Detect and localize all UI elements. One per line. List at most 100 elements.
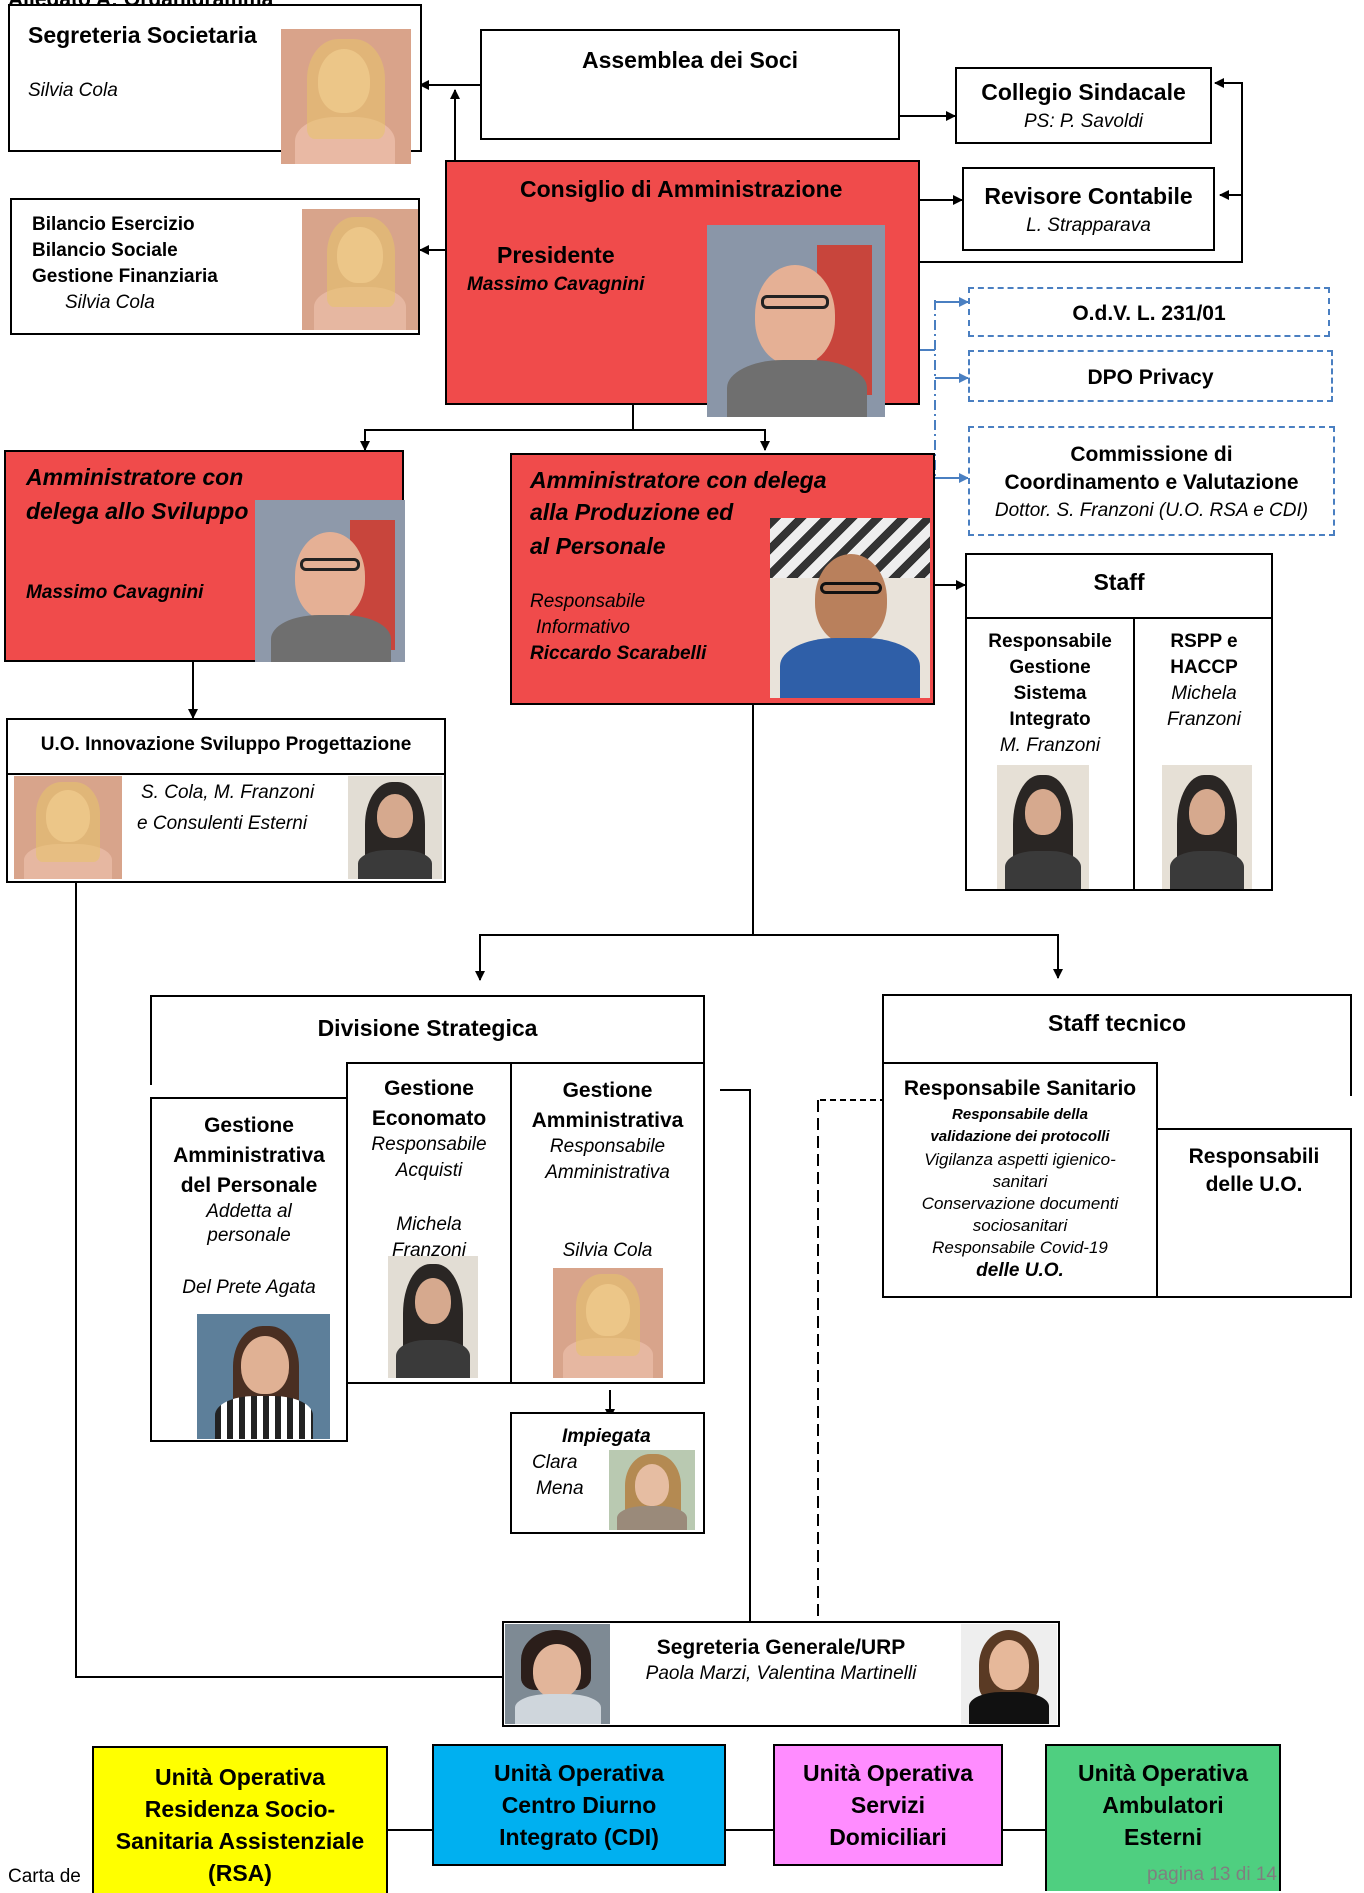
gest-economato-r2: Acquisti — [395, 1160, 463, 1181]
gest-amministrativa-name: Silvia Cola — [562, 1240, 653, 1261]
resp-sanitario-r6: sociosanitari — [972, 1216, 1068, 1235]
innovazione-photo-right — [348, 776, 442, 879]
resp-sanitario-title: Responsabile Sanitario — [903, 1077, 1137, 1100]
staff-col1-name: M. Franzoni — [999, 735, 1101, 756]
resp-sanitario-r8: delle U.O. — [976, 1260, 1064, 1281]
revisore-name: L. Strapparava — [1026, 215, 1151, 236]
gest-economato-l1: Gestione — [384, 1077, 474, 1100]
produzione-line1: Amministratore con delega — [530, 467, 827, 493]
commissione-line2: Coordinamento e Valutazione — [1004, 471, 1299, 494]
dpo-box: DPO Privacy — [968, 350, 1333, 402]
resp-sanitario-r3: Vigilanza aspetti igienico- — [924, 1150, 1116, 1169]
unit-ambulatori-line2: Ambulatori — [1102, 1792, 1224, 1818]
gest-amministrativa-l2: Amministrativa — [531, 1109, 684, 1132]
produzione-role1: Responsabile — [530, 591, 646, 612]
segreteria-societaria-photo — [281, 29, 411, 164]
gest-personale-name: Del Prete Agata — [182, 1277, 316, 1298]
produzione-photo — [770, 518, 930, 698]
unit-domiciliari-line3: Domiciliari — [829, 1824, 947, 1850]
gest-amministrativa-photo — [553, 1268, 663, 1378]
unit-rsa-line4: (RSA) — [208, 1860, 272, 1886]
bilancio-photo — [302, 209, 418, 330]
resp-sanitario-box: Responsabile Sanitario Responsabile dell… — [882, 1062, 1158, 1298]
bilancio-line1: Bilancio Esercizio — [32, 214, 195, 235]
segreteria-societaria-title: Segreteria Societaria — [28, 22, 257, 48]
resp-sanitario-r7: Responsabile Covid-19 — [932, 1238, 1108, 1257]
unit-cdi-line3: Integrato (CDI) — [499, 1824, 659, 1850]
unit-ambulatori-box: Unità Operativa Ambulatori Esterni — [1045, 1744, 1281, 1891]
produzione-line2: alla Produzione ed — [530, 499, 734, 525]
segreteria-societaria-name: Silvia Cola — [28, 80, 118, 101]
unit-ambulatori-line1: Unità Operativa — [1078, 1760, 1248, 1786]
staff-tecnico-title: Staff tecnico — [1047, 1010, 1187, 1036]
gest-amministrativa-l1: Gestione — [562, 1079, 653, 1102]
staff-col1-l3: Sistema — [1013, 683, 1087, 704]
gest-economato-photo — [388, 1256, 478, 1378]
gest-personale-photo — [197, 1314, 330, 1439]
unit-domiciliari-line2: Servizi — [850, 1792, 926, 1818]
bilancio-line3: Gestione Finanziaria — [32, 266, 218, 287]
gest-personale-l3: del Personale — [180, 1174, 318, 1197]
resp-sanitario-r1: Responsabile della — [952, 1106, 1088, 1123]
footer-left: Carta de — [8, 1866, 81, 1887]
revisore-title: Revisore Contabile — [984, 183, 1193, 209]
bilancio-name: Silvia Cola — [65, 292, 155, 313]
unit-cdi-box: Unità Operativa Centro Diurno Integrato … — [432, 1744, 726, 1866]
gest-amministrativa-r2: Amministrativa — [545, 1162, 670, 1183]
resp-sanitario-r2: validazione dei protocolli — [930, 1128, 1110, 1145]
consiglio-title: Consiglio di Amministrazione — [520, 176, 843, 202]
gest-economato-name2: Franzoni — [392, 1240, 466, 1261]
innovazione-line1: S. Cola, M. Franzoni — [141, 782, 315, 803]
sviluppo-line2: delega allo Sviluppo — [26, 498, 249, 524]
resp-uo-box: Responsabili delle U.O. — [1156, 1128, 1352, 1298]
unit-cdi-line1: Unità Operativa — [494, 1760, 664, 1786]
presidente-photo — [707, 225, 885, 417]
resp-uo-line2: delle U.O. — [1205, 1173, 1303, 1196]
gest-amministrativa-r1: Responsabile — [549, 1136, 666, 1157]
unit-rsa-line2: Residenza Socio- — [144, 1796, 336, 1822]
unit-rsa-line3: Sanitaria Assistenziale — [115, 1828, 365, 1854]
assemblea-box: Assemblea dei Soci — [480, 29, 900, 140]
unit-rsa-box: Unità Operativa Residenza Socio- Sanitar… — [92, 1746, 388, 1893]
segreteria-generale-photo-right — [961, 1624, 1057, 1724]
gest-personale-r2: personale — [207, 1225, 291, 1246]
collegio-name: PS: P. Savoldi — [1023, 111, 1143, 132]
gest-economato-r1: Responsabile — [371, 1134, 487, 1155]
odv-title: O.d.V. L. 231/01 — [1072, 302, 1226, 325]
bilancio-line2: Bilancio Sociale — [32, 240, 178, 261]
gest-economato-name1: Michela — [396, 1214, 462, 1235]
dpo-title: DPO Privacy — [1087, 366, 1214, 389]
staff-col1-photo — [997, 765, 1089, 889]
collegio-title: Collegio Sindacale — [981, 79, 1186, 105]
divisione-title: Divisione Strategica — [317, 1015, 538, 1041]
produzione-name: Riccardo Scarabelli — [530, 643, 707, 664]
gest-personale-r1: Addetta al — [206, 1201, 292, 1222]
commissione-box: Commissione di Coordinamento e Valutazio… — [968, 426, 1335, 536]
staff-col2-photo — [1162, 765, 1252, 889]
consiglio-name: Massimo Cavagnini — [467, 274, 645, 295]
consiglio-role: Presidente — [497, 242, 615, 268]
staff-col2-name1: Michela — [1171, 683, 1237, 704]
segreteria-generale-title: Segreteria Generale/URP — [656, 1636, 906, 1659]
innovazione-line2: e Consulenti Esterni — [137, 813, 308, 834]
commissione-name: Dottor. S. Franzoni (U.O. RSA e CDI) — [994, 500, 1309, 521]
innovazione-photo-left — [14, 776, 122, 879]
unit-ambulatori-line3: Esterni — [1124, 1824, 1202, 1850]
resp-sanitario-r4: sanitari — [992, 1172, 1048, 1191]
gest-personale-l1: Gestione — [204, 1114, 294, 1137]
assemblea-title: Assemblea dei Soci — [581, 47, 799, 73]
unit-domiciliari-box: Unità Operativa Servizi Domiciliari — [773, 1744, 1003, 1866]
staff-col2-l2: HACCP — [1170, 657, 1238, 678]
odv-box: O.d.V. L. 231/01 — [968, 287, 1330, 337]
unit-cdi-line2: Centro Diurno — [501, 1792, 657, 1818]
sviluppo-photo — [255, 500, 405, 662]
sviluppo-line1: Amministratore con — [26, 464, 244, 490]
impiegata-name2: Mena — [536, 1478, 584, 1499]
innovazione-title: U.O. Innovazione Sviluppo Progettazione — [40, 734, 412, 755]
staff-col1-l2: Gestione — [1009, 657, 1091, 678]
segreteria-generale-photo-left — [505, 1624, 610, 1724]
impiegata-name1: Clara — [532, 1452, 578, 1473]
unit-rsa-line1: Unità Operativa — [155, 1764, 325, 1790]
unit-domiciliari-line1: Unità Operativa — [803, 1760, 973, 1786]
